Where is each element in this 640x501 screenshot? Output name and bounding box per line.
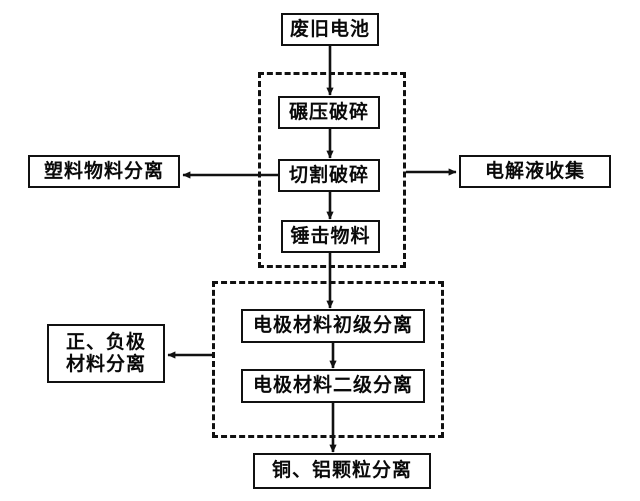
node-plastic-separation[interactable]: 塑料物料分离 <box>28 155 180 188</box>
node-start[interactable]: 废旧电池 <box>281 13 379 46</box>
node-electrode-primary-separation[interactable]: 电极材料初级分离 <box>241 309 425 343</box>
node-roll-crush[interactable]: 碾压破碎 <box>278 96 380 129</box>
node-electrolyte-collection[interactable]: 电解液收集 <box>459 155 611 188</box>
node-cut-crush[interactable]: 切割破碎 <box>278 159 380 192</box>
group-upper-dashed <box>258 72 406 268</box>
node-copper-aluminum-separation[interactable]: 铜、铝颗粒分离 <box>253 453 431 489</box>
group-lower-dashed <box>212 281 444 438</box>
node-electrode-secondary-separation[interactable]: 电极材料二级分离 <box>241 369 425 403</box>
node-hammer-material[interactable]: 锤击物料 <box>281 220 380 253</box>
node-pole-material-separation[interactable]: 正、负极 材料分离 <box>47 324 165 383</box>
